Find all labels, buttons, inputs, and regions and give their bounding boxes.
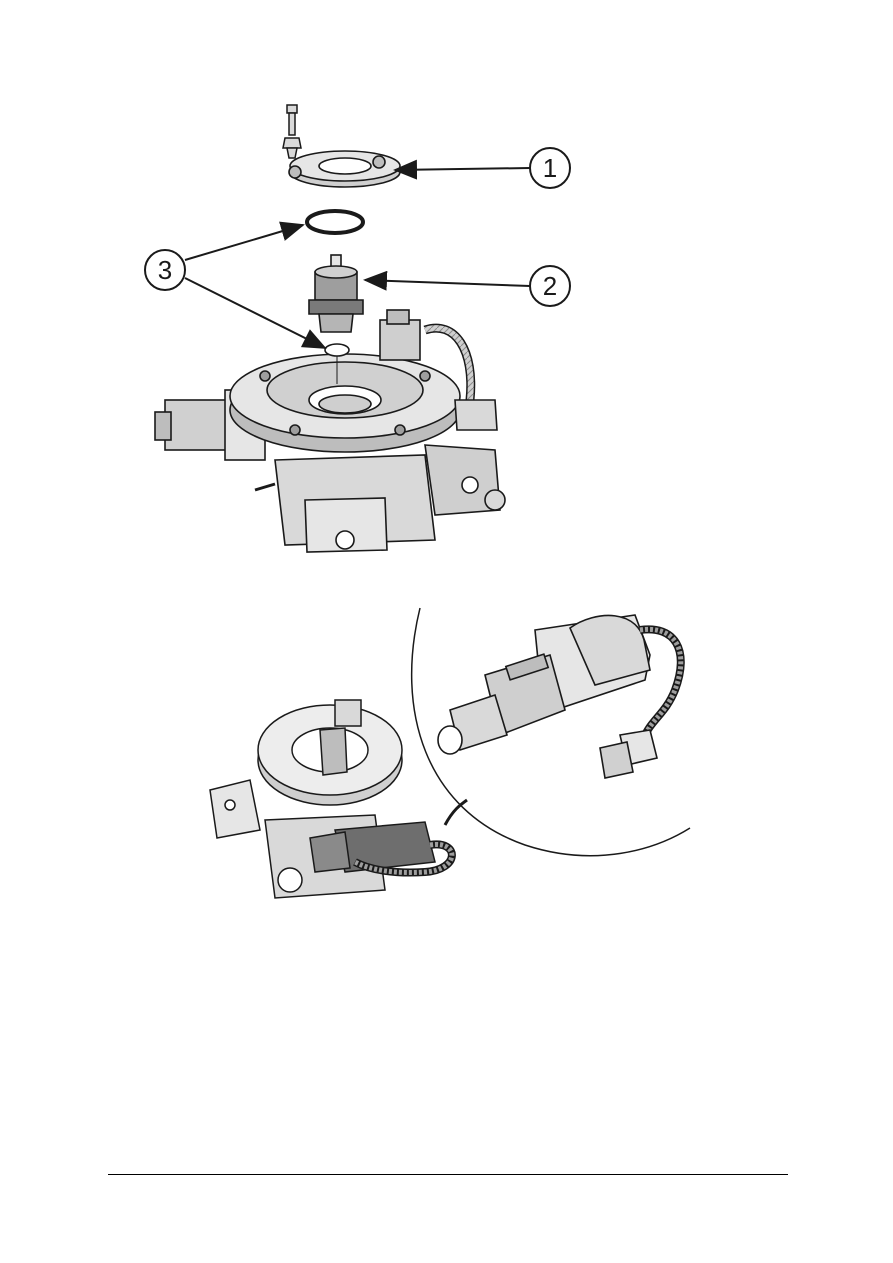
callout-1: 1	[529, 147, 571, 189]
callout-2-number: 2	[543, 271, 557, 301]
callout-2: 2	[529, 265, 571, 307]
magnified-motor	[437, 614, 685, 779]
callout-3-number: 3	[158, 255, 172, 285]
callout-1-number: 1	[543, 153, 557, 183]
o-ring	[305, 209, 365, 235]
callout-3: 3	[144, 249, 186, 291]
inset-circle-outline	[410, 607, 691, 857]
exploded-view-illustration: 1 2 3	[144, 104, 571, 553]
throttle-body	[154, 309, 506, 553]
cylinder-component	[308, 254, 364, 333]
exploded-throttle-body-figure: 1 2 3	[125, 100, 605, 570]
motor-inset-illustration	[209, 607, 691, 899]
screw	[282, 104, 302, 159]
callout-arrows	[184, 159, 531, 349]
inset-pointer	[443, 798, 468, 826]
assembled-throttle-body	[209, 699, 456, 899]
footer-rule	[108, 1174, 788, 1175]
throttle-body-motor-inset-figure	[195, 600, 695, 910]
retaining-plate	[288, 150, 401, 188]
